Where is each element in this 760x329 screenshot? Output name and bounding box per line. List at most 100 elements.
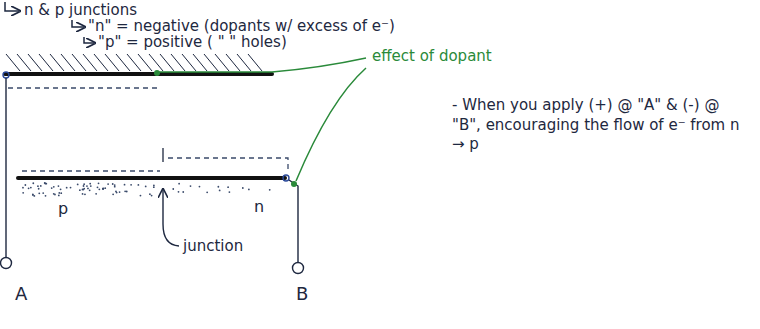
stipple-dot: [87, 187, 89, 189]
hatch-line: [237, 54, 251, 71]
stipple-dot: [89, 189, 91, 191]
leader-line: [296, 68, 366, 181]
stipple-dot: [83, 185, 85, 187]
stipple-dot: [217, 186, 219, 188]
stipple-dot: [32, 194, 34, 196]
bullet-arrow: [72, 20, 84, 27]
stipple-dot: [82, 189, 84, 191]
stipple-dot: [153, 186, 155, 188]
heading-note: n & p junctions: [24, 2, 137, 19]
bottom-bar: [18, 176, 285, 180]
stipple-dot: [58, 192, 60, 194]
stipple-dot: [22, 192, 24, 194]
stipple-dot: [58, 185, 60, 187]
hatch-line: [17, 54, 31, 71]
stipple-dot: [178, 191, 180, 193]
stipple-dot: [102, 187, 104, 189]
note-line: "n" = negative (dopants w/ excess of e⁻): [88, 18, 395, 35]
stipple-dot: [126, 191, 128, 193]
hatch-line: [6, 54, 20, 71]
stipple-dot: [172, 188, 174, 190]
stipple-dot: [33, 195, 35, 197]
stipple-dot: [53, 193, 55, 195]
stipple-dot: [182, 191, 184, 193]
stipple-dot: [124, 184, 126, 186]
stipple-dot: [137, 184, 139, 186]
stipple-dot: [248, 188, 250, 190]
stipple-dot: [178, 183, 180, 185]
stipple-dot: [95, 193, 97, 195]
junction-tick: [162, 148, 163, 162]
stipple-dot: [83, 188, 85, 190]
stipple-dot: [151, 195, 153, 197]
stipple-dot: [77, 184, 79, 186]
stipple-dot: [227, 186, 229, 188]
stipple-dot: [60, 192, 62, 194]
stipple-dot: [145, 186, 147, 188]
leader-dot: [291, 181, 297, 187]
stipple-dot: [269, 189, 271, 191]
terminal-dot: [3, 72, 9, 78]
stipple-dot: [70, 187, 72, 189]
stipple-dot: [114, 184, 116, 186]
stipple-dot: [37, 185, 39, 187]
leader-line: [157, 58, 366, 72]
hatch-line: [116, 54, 130, 71]
stipple-dot: [114, 186, 116, 188]
stipple-dot: [53, 186, 55, 188]
stipple-dot: [112, 193, 114, 195]
dashed-line: [22, 170, 160, 171]
hatch-line: [94, 54, 108, 71]
stipple-dot: [83, 183, 85, 185]
leader-arrow: [163, 190, 179, 246]
terminal-circle: [1, 258, 12, 269]
hatch-line: [105, 54, 119, 71]
hatch-line: [149, 54, 163, 71]
stipple-dot: [40, 185, 42, 187]
hatch-line: [50, 54, 64, 71]
stipple-dot: [82, 193, 84, 195]
hatch-line: [28, 54, 42, 71]
stipple-dot: [66, 187, 68, 189]
stipple-dot: [102, 188, 104, 190]
stipple-dot: [149, 193, 151, 195]
stipple-dot: [219, 189, 221, 191]
hatch-line: [138, 54, 152, 71]
note-line: "p" = positive ( " " holes): [98, 34, 287, 51]
region-label: n: [254, 198, 264, 216]
stipple-dot: [119, 191, 121, 193]
stipple-dot: [199, 186, 201, 188]
stipple-dot: [38, 192, 40, 194]
hatch-line: [83, 54, 97, 71]
stipple-dot: [30, 187, 32, 189]
stipple-dot: [102, 188, 104, 190]
hatch-line: [182, 54, 196, 71]
stipple-dot: [104, 187, 106, 189]
terminal-label: B: [296, 284, 308, 304]
terminal-circle: [293, 263, 304, 274]
bullet-arrow: [5, 2, 19, 11]
dashed-line: [8, 87, 160, 88]
stipple-dot: [51, 187, 53, 189]
stipple-dot: [97, 186, 99, 188]
dashed-line: [168, 158, 288, 172]
stipple-dot: [190, 185, 192, 187]
callout-label: junction: [183, 238, 243, 255]
hatch-line: [171, 54, 185, 71]
stipple-dot: [44, 182, 46, 184]
hatch-line: [204, 54, 218, 71]
terminal-label: A: [15, 284, 27, 304]
stipple-dot: [130, 184, 132, 186]
hatch-line: [61, 54, 75, 71]
stipple-dot: [112, 183, 114, 185]
hatch-line: [160, 54, 174, 71]
wire: [289, 180, 298, 262]
stipple-dot: [116, 192, 118, 194]
wire: [5, 78, 6, 257]
stipple-dot: [98, 188, 100, 190]
region-label: p: [58, 200, 68, 218]
stipple-dot: [140, 195, 142, 197]
hatching: [6, 54, 262, 71]
stipple-dot: [44, 183, 46, 185]
